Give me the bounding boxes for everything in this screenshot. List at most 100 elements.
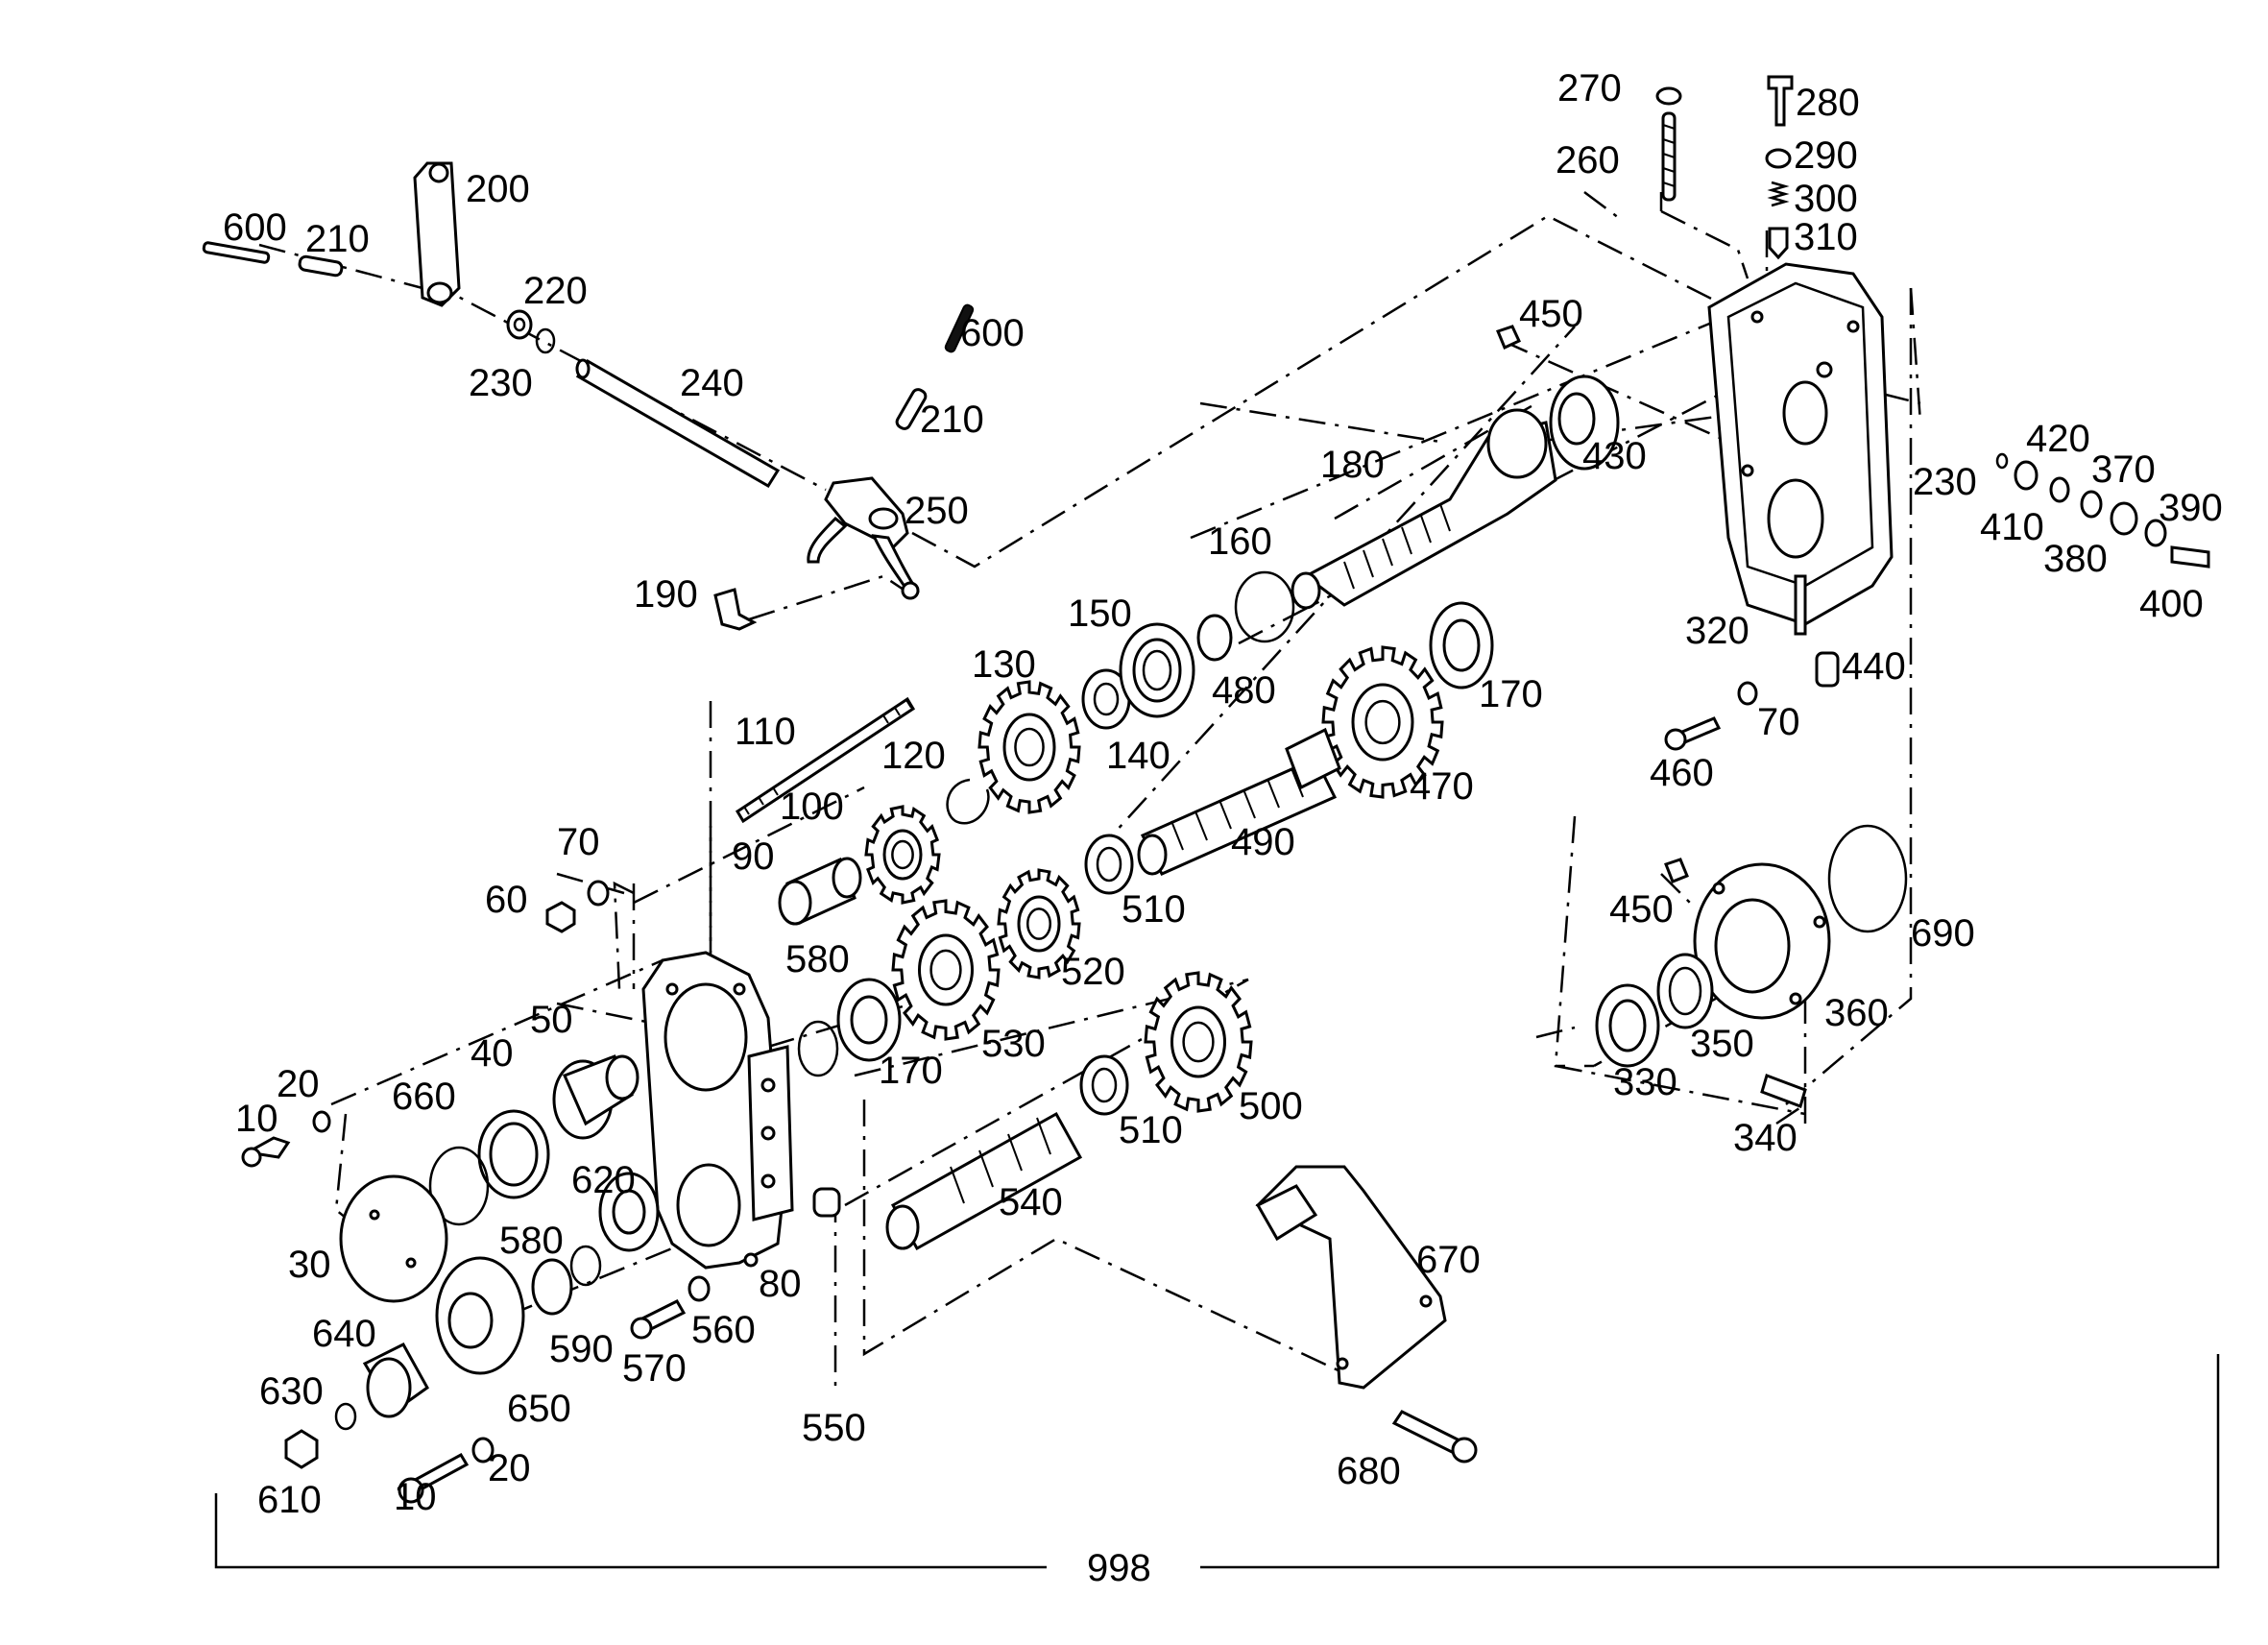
shift-lever-200	[413, 161, 461, 307]
part-label-360: 360	[1824, 992, 1889, 1034]
part-label-160: 160	[1208, 520, 1272, 563]
part-label-200: 200	[466, 168, 530, 210]
part-label-520: 520	[1061, 951, 1125, 993]
part-label-280: 280	[1796, 82, 1860, 124]
part-label-470: 470	[1410, 765, 1474, 808]
part-label-190: 190	[634, 573, 698, 616]
housing-right	[1496, 75, 2210, 751]
part-label-650: 650	[507, 1388, 571, 1430]
part-label-310: 310	[1794, 216, 1858, 258]
nut-610	[284, 1429, 319, 1469]
ring-660	[428, 1146, 490, 1226]
gear-530	[891, 899, 1001, 1041]
cover-plate-30	[339, 1174, 448, 1303]
nut-60	[545, 901, 576, 933]
part-label-220: 220	[523, 270, 588, 312]
part-label-550: 550	[802, 1407, 866, 1449]
pin-210-right	[895, 388, 928, 430]
bolt-400	[2170, 545, 2210, 568]
part-label-620: 620	[571, 1159, 636, 1201]
part-label-70-2: 70	[1757, 701, 1800, 743]
part-label-180: 180	[1320, 444, 1385, 486]
washer-560	[688, 1275, 711, 1302]
ring-370	[2080, 490, 2103, 519]
part-label-570: 570	[622, 1347, 687, 1390]
ring-230-left	[535, 327, 556, 354]
gear-500	[1144, 971, 1253, 1113]
part-label-260: 260	[1556, 139, 1620, 181]
part-label-450-2: 450	[1609, 888, 1674, 931]
washer-290	[1765, 148, 1792, 169]
part-label-680: 680	[1337, 1450, 1401, 1492]
ring-420	[2049, 476, 2070, 503]
part-label-460: 460	[1650, 752, 1714, 794]
part-label-500: 500	[1239, 1085, 1303, 1127]
ring-410	[2014, 460, 2039, 491]
plunger-310	[1768, 227, 1789, 260]
snap-ring-120	[946, 778, 990, 825]
part-label-80: 80	[759, 1263, 802, 1305]
part-label-90: 90	[732, 835, 775, 878]
washer-390	[2144, 519, 2167, 547]
part-label-380: 380	[2043, 538, 2108, 580]
part-label-410: 410	[1980, 506, 2044, 548]
part-label-230-1: 230	[469, 362, 533, 404]
bracket-670	[1255, 1165, 1478, 1464]
part-label-250: 250	[905, 490, 969, 532]
part-label-390: 390	[2159, 487, 2223, 529]
stud-110	[735, 696, 916, 824]
part-label-440: 440	[1842, 645, 1906, 688]
part-80	[743, 1252, 759, 1268]
gears	[864, 645, 1444, 1113]
bolt-280	[1767, 75, 1794, 127]
plug-440	[1815, 651, 1840, 688]
part-label-610: 610	[257, 1479, 322, 1521]
part-label-600-2: 600	[960, 312, 1025, 354]
part-label-270: 270	[1557, 67, 1622, 109]
assembly-frame: 998	[214, 1354, 2220, 1589]
part-label-300: 300	[1794, 178, 1858, 220]
part-label-210-2: 210	[920, 399, 984, 441]
ring-580-lower	[569, 1245, 602, 1287]
part-label-170-2: 170	[879, 1050, 943, 1092]
part-label-370: 370	[2091, 448, 2156, 491]
ring-510-upper	[1084, 834, 1134, 895]
gear-130	[977, 680, 1081, 814]
gear-100	[864, 805, 941, 905]
part-label-530: 530	[981, 1023, 1046, 1065]
nut-270	[1655, 86, 1682, 106]
part-label-340: 340	[1733, 1117, 1798, 1159]
part-label-70-1: 70	[557, 821, 600, 863]
part-labels: 1010202030405060707080901001101201301401…	[223, 67, 2223, 1521]
seal-590	[531, 1258, 573, 1316]
part-label-580-1: 580	[785, 938, 850, 980]
shift-shaft-240	[575, 358, 781, 489]
part-label-400: 400	[2139, 583, 2204, 625]
bolt-680	[1391, 1410, 1462, 1454]
part-label-480: 480	[1212, 669, 1276, 712]
pin-210-left	[298, 254, 344, 278]
part-label-150: 150	[1068, 593, 1132, 635]
input-shaft-180	[1303, 421, 1557, 607]
part-label-110: 110	[735, 711, 796, 753]
part-label-510-1: 510	[1122, 888, 1186, 931]
assembly-number: 998	[1087, 1547, 1151, 1589]
spring-300	[1767, 181, 1790, 207]
part-label-130: 130	[972, 643, 1036, 686]
part-label-290: 290	[1794, 134, 1858, 177]
part-label-20-2: 20	[488, 1447, 531, 1489]
gear-470	[1321, 645, 1444, 799]
ring-480	[1196, 614, 1233, 662]
ring-580-upper	[797, 1020, 839, 1077]
plug-450-lower	[1664, 858, 1689, 883]
part-label-600-1: 600	[223, 206, 287, 249]
part-label-100: 100	[780, 786, 844, 828]
part-label-690: 690	[1911, 912, 1975, 955]
part-label-230-2: 230	[1913, 461, 1977, 503]
gear-520	[997, 868, 1081, 980]
plug-450-upper	[1496, 325, 1521, 351]
shift-linkage	[202, 161, 975, 631]
part-label-50: 50	[530, 999, 573, 1041]
part-label-350: 350	[1690, 1023, 1754, 1065]
